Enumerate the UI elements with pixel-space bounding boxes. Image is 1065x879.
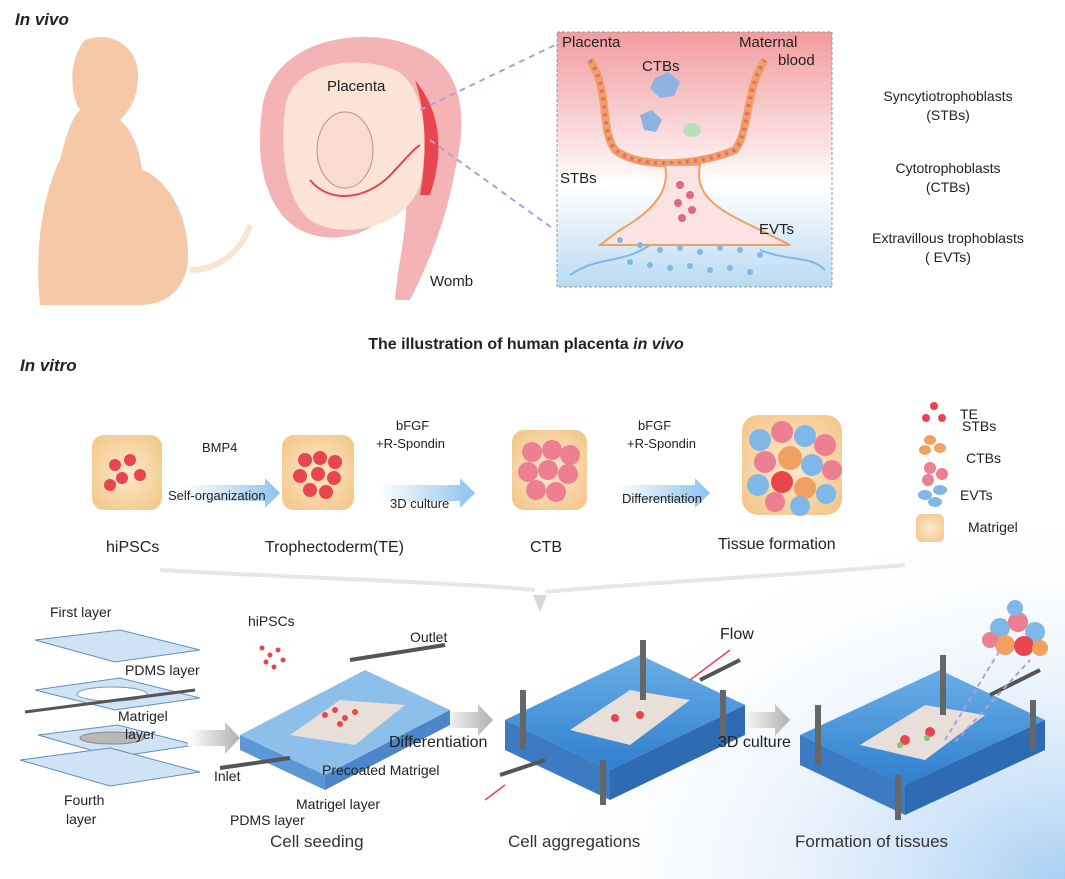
- in-vivo-title: The illustration of human placenta in vi…: [368, 336, 684, 354]
- caption-formation-of-tissues: Formation of tissues: [795, 832, 949, 851]
- stage-hipscs: hiPSCs: [106, 539, 160, 556]
- caption-cell-aggregations: Cell aggregations: [508, 832, 641, 851]
- legend-stb-name: Syncytiotrophoblasts: [883, 88, 1013, 104]
- formation-chip: [800, 600, 1048, 820]
- seeding-chip: [219, 643, 450, 790]
- zoom-stbs-label: STBs: [560, 170, 597, 187]
- step-3d-culture: 3D culture: [390, 496, 450, 511]
- womb-label: Womb: [430, 273, 474, 290]
- gray-arrow-1: [188, 722, 240, 754]
- layer-fourth-2: layer: [66, 811, 97, 827]
- gray-arrow-2: [440, 704, 493, 736]
- caption-cell-seeding: Cell seeding: [270, 832, 364, 851]
- in-vivo-title-text: The illustration of human placenta: [368, 336, 634, 353]
- converge-arrow: [533, 595, 547, 612]
- arrow-label-differentiation: Differentiation: [389, 734, 488, 751]
- legend-stb-abbr: (STBs): [926, 107, 970, 123]
- converge-right: [544, 563, 906, 594]
- seeding-outlet: Outlet: [410, 629, 448, 645]
- arrow-2: [380, 478, 475, 508]
- seeding-inlet: Inlet: [214, 768, 241, 784]
- seeding-hipscs: hiPSCs: [248, 613, 295, 629]
- step-bmp4: BMP4: [202, 440, 238, 455]
- gray-arrow-3: [740, 704, 790, 736]
- womb-placenta-label: Placenta: [327, 78, 386, 95]
- arrow-label-flow: Flow: [720, 626, 754, 643]
- legend-ctb-name: Cytotrophoblasts: [895, 160, 1001, 176]
- stage-tissue: Tissue formation: [718, 536, 836, 553]
- stage-ctb: CTB: [530, 539, 562, 556]
- background-glow: [450, 450, 1065, 879]
- seeding-precoated: Precoated Matrigel: [322, 762, 440, 778]
- cell-legend-icons: [916, 402, 948, 542]
- curved-arrow: [189, 223, 253, 273]
- seeding-pdms-layer: PDMS layer: [230, 812, 305, 828]
- ctb-cube: [512, 430, 587, 510]
- arrow-1: [185, 478, 280, 508]
- womb-illustration: [259, 36, 462, 301]
- tube: [24, 688, 196, 714]
- zoom-ctbs-label: CTBs: [642, 58, 680, 75]
- legend-evt-abbr: ( EVTs): [925, 249, 971, 265]
- zoom-placenta-label: Placenta: [562, 34, 621, 51]
- step-bfgf-2: bFGF: [638, 418, 672, 433]
- arrow-3: [615, 478, 710, 508]
- in-vivo-title-italic: in vivo: [633, 336, 684, 353]
- legend-te: TE: [960, 406, 978, 422]
- arrow-label-3d-culture: 3D culture: [718, 734, 791, 751]
- legend-ctbs: CTBs: [966, 450, 1001, 466]
- step-rspondin-1: +R-Spondin: [376, 436, 446, 451]
- zoom-blood-label: blood: [778, 52, 815, 69]
- zoom-evts-label: EVTs: [759, 221, 795, 238]
- pregnant-woman-silhouette: [38, 36, 189, 306]
- layer-matrigel-1: Matrigel: [118, 708, 168, 724]
- zoom-connector-top: [419, 44, 556, 111]
- legend-stbs: STBs: [962, 418, 997, 434]
- tissue-cube: [742, 415, 842, 516]
- layer-fourth-1: Fourth: [64, 792, 105, 808]
- legend-evt-name: Extravillous trophoblasts: [872, 230, 1024, 246]
- matrigel-shape: [79, 731, 145, 745]
- legend-matrigel: Matrigel: [968, 519, 1018, 535]
- stage-te: Trophectoderm(TE): [265, 539, 404, 556]
- seeding-matrigel-layer: Matrigel layer: [296, 796, 381, 812]
- step-bfgf-1: bFGF: [396, 418, 430, 433]
- layer-matrigel-2: layer: [125, 726, 156, 742]
- layer-pdms: PDMS layer: [125, 662, 200, 678]
- placenta-zoom-box: [556, 31, 833, 288]
- in-vivo-section-label: In vivo: [15, 10, 69, 29]
- step-self-organization: Self-organization: [168, 488, 266, 503]
- in-vitro-section-label: In vitro: [20, 356, 77, 375]
- layer-first: First layer: [50, 604, 112, 620]
- step-differentiation: Differentiation: [622, 491, 702, 506]
- legend-ctb-abbr: (CTBs): [925, 179, 971, 195]
- te-cube: [282, 435, 354, 510]
- legend-evts: EVTs: [960, 487, 993, 503]
- zoom-connector-bottom: [429, 139, 556, 231]
- step-rspondin-2: +R-Spondin: [627, 436, 697, 451]
- hipscs-cube: [92, 435, 162, 510]
- zoom-maternal-label: Maternal: [739, 34, 798, 51]
- converge-left: [159, 568, 536, 592]
- aggregation-chip: [484, 640, 745, 805]
